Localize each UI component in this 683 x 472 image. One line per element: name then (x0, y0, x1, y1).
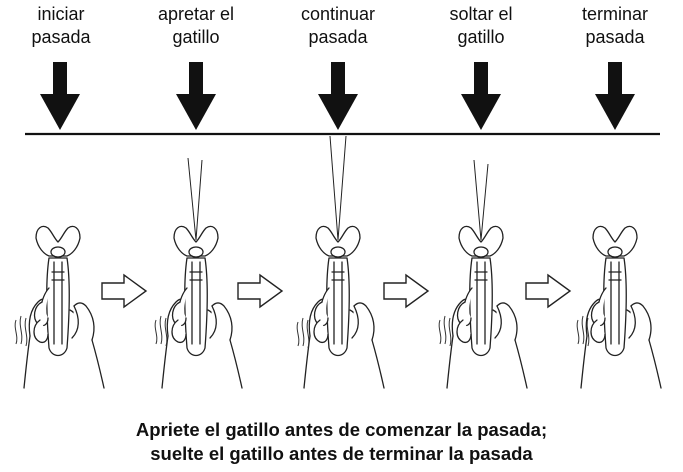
spray-gun-icon (446, 225, 528, 389)
step-label-line: soltar el (449, 4, 513, 24)
step-label-line: gatillo (172, 27, 220, 47)
down-arrow-icon (40, 62, 80, 130)
spray-fan-full (329, 135, 347, 241)
step-label-line: apretar el (157, 4, 235, 24)
step-label-line: gatillo (457, 27, 505, 47)
step-label-continuar-pasada: continuar pasada (278, 3, 398, 49)
spray-gun-icon (580, 225, 662, 389)
step-label-soltar-gatillo: soltar el gatillo (421, 3, 541, 49)
outline-right-arrow-icon (383, 274, 429, 308)
step-label-line: pasada (31, 27, 91, 47)
step-label-terminar-pasada: terminar pasada (555, 3, 675, 49)
outline-right-arrow-icon (525, 274, 571, 308)
step-label-iniciar-pasada: iniciar pasada (1, 3, 121, 49)
spray-gun-icon (23, 225, 105, 389)
step-label-apretar-gatillo: apretar el gatillo (136, 3, 256, 49)
down-arrow-icon (318, 62, 358, 130)
down-arrow-icon (176, 62, 216, 130)
step-label-line: continuar (300, 4, 376, 24)
spray-fan-partial (187, 157, 203, 241)
motion-lines-icon (154, 315, 168, 347)
outline-right-arrow-icon (101, 274, 147, 308)
down-arrow-icon (595, 62, 635, 130)
down-arrow-icon (461, 62, 501, 130)
instruction-caption: Apriete el gatillo antes de comenzar la … (0, 418, 683, 466)
caption-line: Apriete el gatillo antes de comenzar la … (135, 419, 548, 440)
motion-lines-icon (438, 315, 452, 347)
outline-right-arrow-icon (237, 274, 283, 308)
motion-lines-icon (296, 317, 310, 349)
step-label-line: pasada (308, 27, 368, 47)
step-label-line: iniciar (37, 4, 85, 24)
spray-gun-icon (161, 225, 243, 389)
step-label-line: terminar (581, 4, 648, 24)
caption-line: suelte el gatillo antes de terminar la p… (150, 443, 533, 464)
step-label-line: pasada (585, 27, 645, 47)
spray-fan-partial (473, 159, 489, 241)
spray-gun-icon (303, 225, 385, 389)
motion-lines-icon (14, 315, 28, 347)
